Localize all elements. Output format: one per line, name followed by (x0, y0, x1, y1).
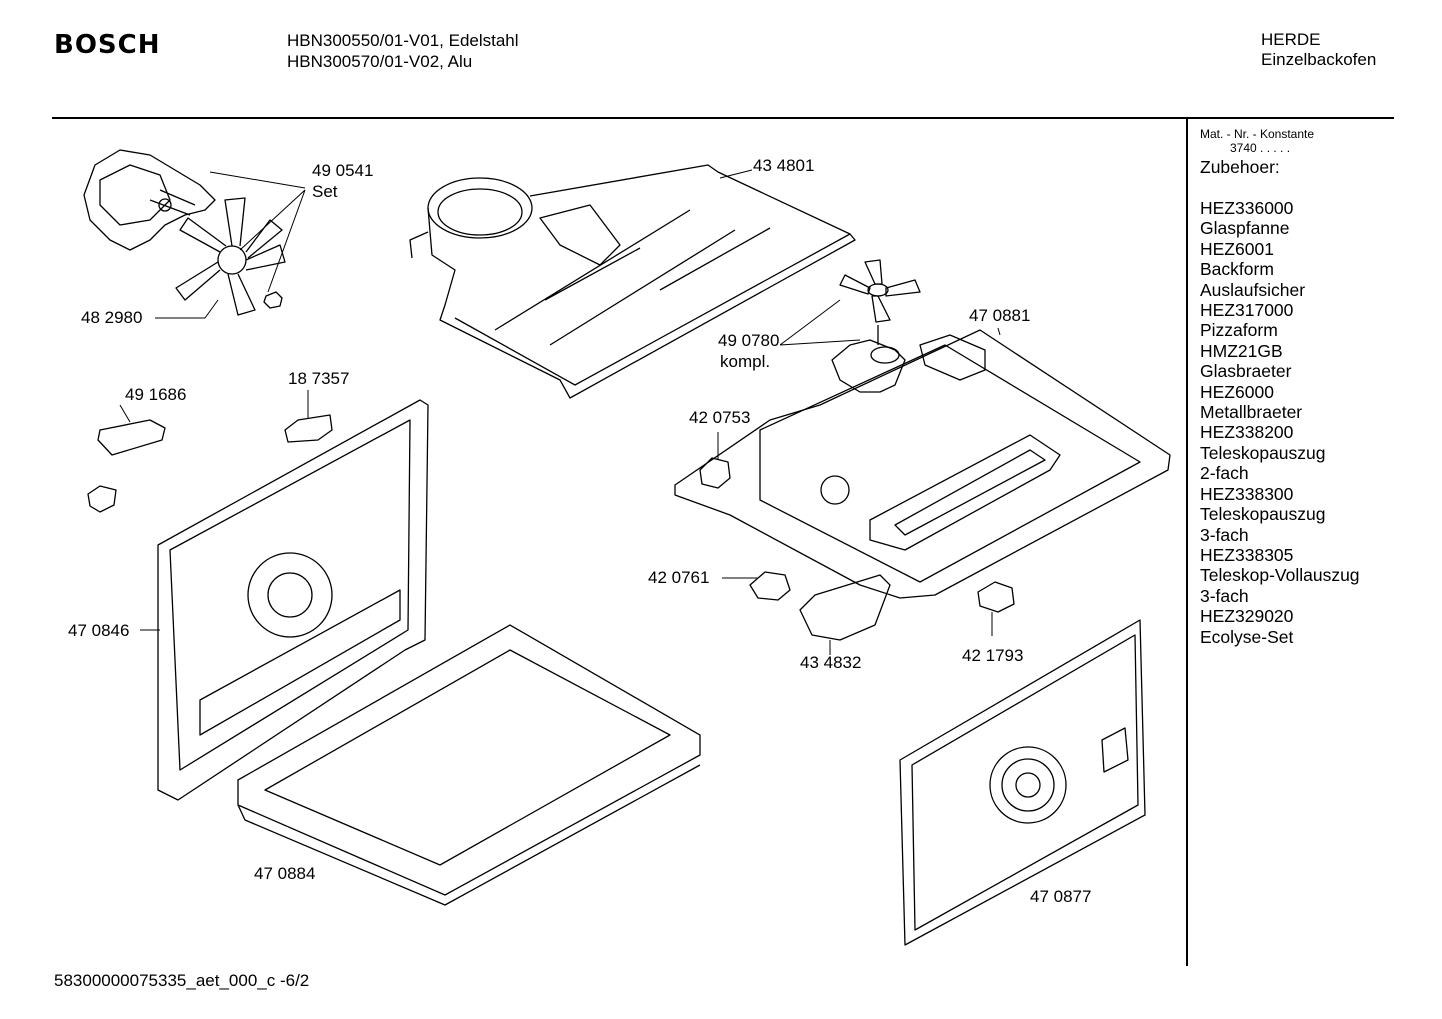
accessory-line: Pizzaform (1200, 320, 1278, 341)
header-divider (52, 117, 1394, 119)
part-label-470877: 47 0877 (1030, 887, 1092, 906)
accessory-line: HEZ338305 (1200, 544, 1294, 565)
sidebar-divider (1186, 119, 1188, 966)
model-line-1: HBN300550/01-V01, Edelstahl (287, 31, 519, 50)
mat-value: 3740 . . . . . (1230, 141, 1291, 155)
part-label-470884: 47 0884 (254, 864, 316, 883)
accessory-line: Teleskopauszug (1200, 442, 1326, 463)
accessories-title: Zubehoer: (1200, 157, 1280, 177)
accessory-line: Teleskop-Vollauszug (1200, 565, 1360, 586)
nut-drawing (263, 291, 283, 309)
accessory-line: HEZ6000 (1200, 381, 1274, 402)
back-panel-drawing (157, 399, 429, 801)
part-note-490541: Set (312, 182, 338, 201)
accessory-line: 3-fach (1200, 524, 1249, 545)
air-duct-drawing (409, 164, 856, 399)
accessory-line: Metallbraeter (1200, 402, 1303, 423)
fan-wheel-drawing (175, 197, 286, 316)
part-label-490780: 49 0780 (718, 331, 780, 350)
part-label-434832: 43 4832 (800, 653, 862, 672)
document-id: 58300000075335_aet_000_c -6/2 (54, 971, 310, 990)
part-label-482980: 48 2980 (81, 308, 143, 327)
part-label-490541: 49 0541 (312, 161, 374, 180)
cavity-top-drawing (674, 329, 1171, 599)
accessory-line: HEZ336000 (1200, 198, 1294, 218)
accessory-line: HEZ6001 (1200, 238, 1274, 259)
part-label-491686: 49 1686 (125, 385, 187, 404)
small-fan-drawing (839, 259, 921, 323)
rear-cover-drawing (799, 574, 891, 655)
connector-491686-drawing (97, 419, 166, 456)
accessory-line: HEZ317000 (1200, 300, 1294, 321)
accessory-line: Auslaufsicher (1200, 279, 1306, 300)
model-line-2: HBN300570/01-V02, Alu (287, 52, 473, 71)
category-line-2: Einzelbackofen (1261, 50, 1377, 69)
accessory-line: 2-fach (1200, 463, 1249, 484)
terminal-421793-drawing (977, 581, 1015, 613)
accessory-line: Glaspfanne (1200, 218, 1290, 239)
accessory-line: HEZ338200 (1200, 422, 1294, 443)
part-label-470881: 47 0881 (969, 306, 1031, 325)
accessory-line: Ecolyse-Set (1200, 626, 1294, 647)
mat-label: Mat. - Nr. - Konstante (1200, 127, 1315, 141)
part-note-490780: kompl. (720, 352, 771, 371)
part-label-420753: 42 0753 (689, 408, 751, 427)
part-label-187357: 18 7357 (288, 369, 350, 388)
accessory-line: HMZ21GB (1200, 340, 1283, 361)
switch-187357-drawing (284, 414, 333, 443)
plate-420761-drawing (749, 571, 791, 601)
accessory-line: HEZ338300 (1200, 483, 1294, 504)
small-motor-drawing (831, 325, 906, 393)
accessory-line: Teleskopauszug (1200, 504, 1326, 525)
part-label-434801: 43 4801 (753, 156, 815, 175)
fan-motor-drawing (83, 149, 216, 251)
accessory-line: 3-fach (1200, 585, 1249, 606)
accessory-line: HEZ329020 (1200, 606, 1294, 627)
terminal-420753-drawing (699, 457, 731, 489)
brand-logo: BOSCH (54, 30, 161, 60)
accessory-line: Backform (1200, 259, 1274, 280)
part-label-421793: 42 1793 (962, 646, 1024, 665)
category-line-1: HERDE (1261, 30, 1321, 49)
part-label-470846: 47 0846 (68, 621, 130, 640)
switch-drawing (87, 485, 117, 513)
accessory-line: Glasbraeter (1200, 361, 1292, 382)
part-label-420761: 42 0761 (648, 568, 710, 587)
bottom-pan-drawing (237, 624, 701, 906)
door-drawing (899, 619, 1146, 946)
